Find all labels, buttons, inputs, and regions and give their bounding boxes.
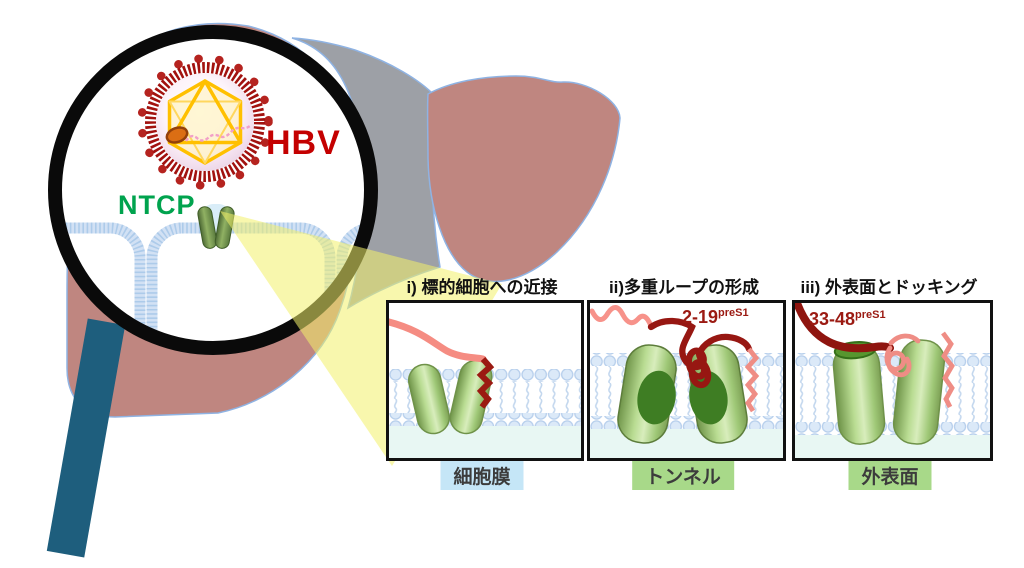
ntcp-half-left xyxy=(832,341,886,445)
ntcp-receptor-icon xyxy=(197,204,235,249)
ntcp-half-left xyxy=(407,363,451,435)
panel-iii-badge: 外表面 xyxy=(848,461,932,490)
hbv-label: HBV xyxy=(266,124,341,162)
pres1-peptide-chain xyxy=(389,318,487,363)
chain-tail-zigzag xyxy=(941,331,955,409)
pres1-33-48-chain xyxy=(795,303,894,353)
panel-ii-title: ii)多重ループの形成 xyxy=(608,278,760,297)
panel-ii-loops: 2-19preS1 xyxy=(587,300,786,461)
membrane-lipid-tails xyxy=(795,366,990,422)
tunnel-opening xyxy=(637,370,676,425)
panel-i-badge: 細胞膜 xyxy=(440,461,524,490)
cytosol-region xyxy=(590,429,783,458)
panel-i-title: i) 標的細胞への近接 xyxy=(406,278,558,297)
panel-iii-title: iii) 外表面とドッキング xyxy=(800,278,978,297)
magnifier-lens-ring xyxy=(48,25,378,355)
pres1-2-19-label: 2-19preS1 xyxy=(682,307,749,327)
hbv-virion xyxy=(137,54,273,190)
light-beam xyxy=(220,211,502,466)
ntcp-half-right xyxy=(892,339,946,445)
pres1-peptide-chain xyxy=(590,305,654,329)
hbv-envelope-knobs xyxy=(137,54,273,190)
hbv-capsid-icosahedron xyxy=(167,79,243,165)
chain-tail-zigzag xyxy=(744,347,760,413)
panel-i-approach xyxy=(386,300,584,461)
hbv-envelope-spikes xyxy=(145,62,265,182)
liver-right-lobe xyxy=(426,75,621,283)
panel-iii-docking: 33-48preS1 xyxy=(792,300,993,461)
panel-ii-diagram xyxy=(590,305,783,458)
cytosol-region xyxy=(795,435,990,458)
panel-i-diagram xyxy=(389,318,581,458)
hbv-polymerase xyxy=(165,126,189,144)
panel-ii-badge: トンネル xyxy=(632,461,734,490)
panel-iii-diagram xyxy=(795,303,990,458)
cytosol-region xyxy=(389,426,581,458)
magnifier-handle xyxy=(46,318,126,558)
membrane-inner-leaflet xyxy=(795,422,990,435)
pres1-loop-chain xyxy=(884,333,921,378)
pres1-33-48-label: 33-48preS1 xyxy=(809,309,886,329)
pres1-loop-chain xyxy=(647,317,753,389)
hbv-dna-strand xyxy=(184,124,252,142)
myristoyl-anchor xyxy=(476,357,495,409)
ntcp-half-left xyxy=(617,344,677,444)
ntcp-label: NTCP xyxy=(118,190,196,220)
